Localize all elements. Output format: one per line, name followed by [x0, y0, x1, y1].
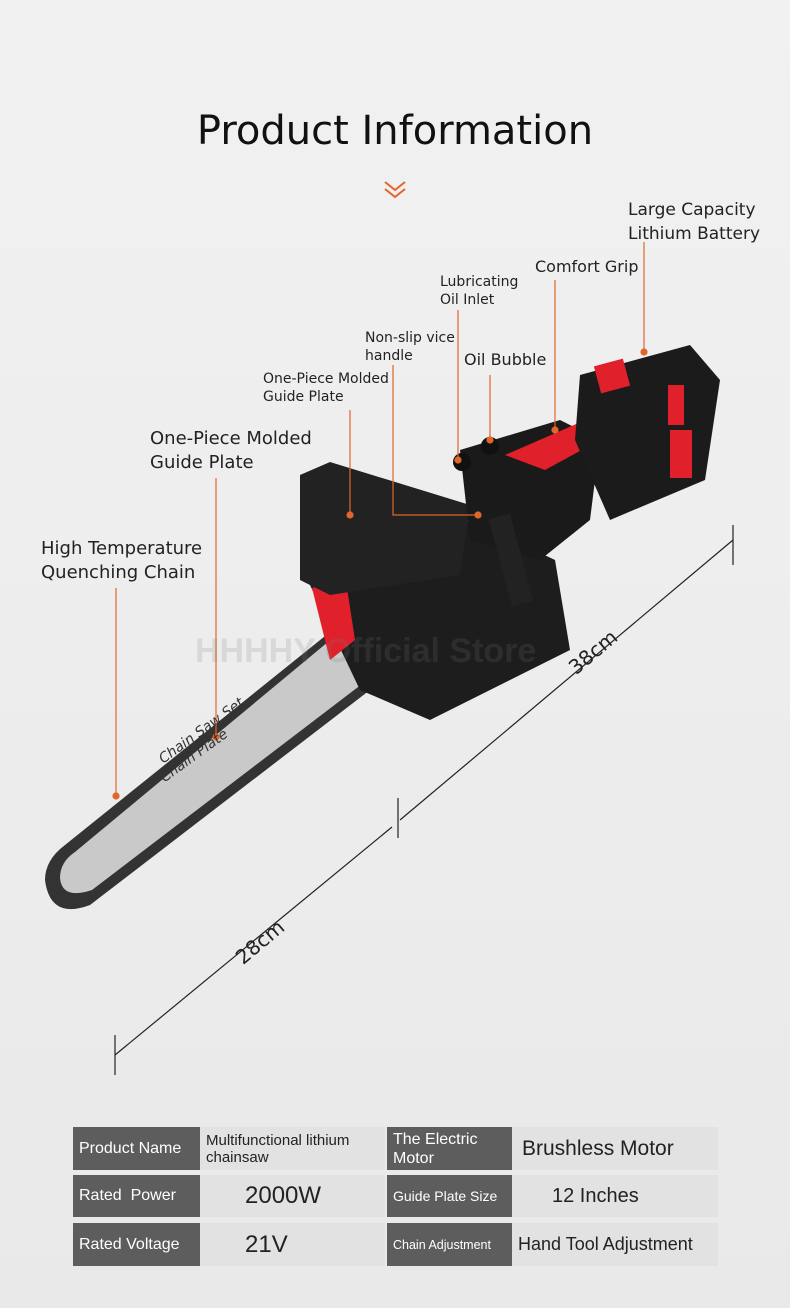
- spec-value: 12 Inches: [512, 1175, 718, 1217]
- spec-label: Rated Voltage: [73, 1223, 200, 1266]
- watermark: HHHHY Official Store: [195, 632, 537, 670]
- spec-label: The Electric Motor: [387, 1127, 512, 1170]
- callout-battery: Large Capacity Lithium Battery: [628, 200, 761, 244]
- spec-label: Guide Plate Size: [387, 1175, 512, 1217]
- spec-label: Chain Adjustment: [387, 1223, 512, 1266]
- spec-value: 2000W: [200, 1175, 385, 1217]
- callout-leaders: [112, 242, 648, 800]
- callout-chain: High Temperature Quenching Chain: [41, 538, 203, 583]
- spec-value: Brushless Motor: [512, 1127, 718, 1170]
- page-title: Product Information: [196, 108, 594, 154]
- callout-vice-handle: Non-slip vice handle: [365, 330, 455, 364]
- callout-oil-bubble: Oil Bubble: [464, 350, 547, 369]
- spec-value: Multifunctional lithium chainsaw: [200, 1127, 385, 1170]
- chevron-down-icon: [384, 181, 406, 199]
- callout-grip: Comfort Grip: [535, 257, 639, 276]
- chainsaw-body: [300, 345, 720, 720]
- spec-value: Hand Tool Adjustment: [512, 1223, 718, 1266]
- spec-value: 21V: [200, 1223, 385, 1266]
- spec-label: Product Name: [73, 1127, 200, 1170]
- callout-guide-plate: One-Piece Molded Guide Plate: [150, 428, 312, 473]
- callout-guide-plate-small: One-Piece Molded Guide Plate: [263, 371, 389, 405]
- callout-oil-inlet: Lubricating Oil Inlet: [440, 274, 519, 308]
- guide-bar: [45, 620, 370, 910]
- dimension-lines: [114, 525, 734, 1075]
- spec-label: Rated Power: [73, 1175, 200, 1217]
